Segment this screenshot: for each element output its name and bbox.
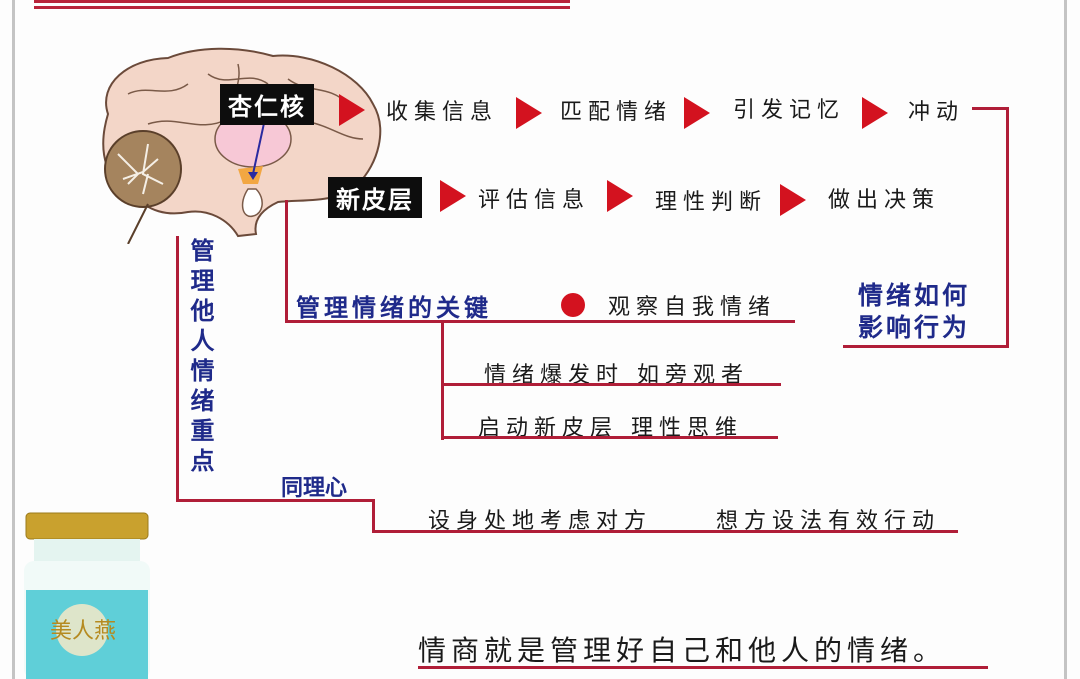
sub-item-underline: [441, 383, 781, 386]
arrow-right-icon: [862, 97, 888, 129]
neocortex-tag: 新皮层: [328, 177, 422, 218]
observe-self-item: 观察自我情绪: [608, 295, 777, 320]
brand-text: 美人燕: [50, 619, 116, 644]
conclusion-text: 情商就是管理好自己和他人的情绪。: [418, 634, 947, 667]
top-decor-bar-2: [34, 6, 570, 9]
connector-line: [285, 200, 288, 323]
product-jar-image-icon: 美人燕: [24, 512, 150, 679]
sub-item-underline: [441, 436, 778, 439]
conclusion-underline: [418, 666, 988, 669]
manage-key-underline: [285, 320, 795, 323]
emotion-behavior-line2: 影响行为: [858, 313, 971, 342]
bullet-dot-icon: [561, 293, 585, 317]
empathy-item-consider: 设身处地考虑对方: [428, 509, 653, 534]
flow-step-memory: 引发记忆: [733, 98, 846, 123]
flow-step-collect: 收集信息: [386, 100, 499, 125]
connector-line: [1006, 107, 1009, 348]
arrow-right-icon: [516, 97, 542, 129]
emotion-behavior-title: 情绪如何 影响行为: [858, 280, 970, 344]
flow-step-impulse: 冲动: [908, 100, 965, 125]
flow-step-evaluate: 评估信息: [478, 188, 591, 213]
connector-line: [843, 345, 1009, 348]
flow-step-match: 匹配情绪: [560, 100, 673, 125]
manage-others-title: 管理他人情绪重点: [186, 238, 214, 478]
connector-line: [441, 322, 444, 440]
emotion-behavior-line1: 情绪如何: [858, 281, 971, 310]
frame-right-border: [1064, 0, 1067, 679]
arrow-right-icon: [440, 180, 466, 212]
arrow-right-icon: [607, 180, 633, 212]
amygdala-tag: 杏仁核: [220, 84, 314, 125]
arrow-right-icon: [339, 94, 365, 126]
arrow-right-icon: [780, 184, 806, 216]
connector-line: [372, 499, 375, 533]
flow-step-judge: 理性判断: [655, 190, 768, 215]
empathy-item-act: 想方设法有效行动: [716, 509, 941, 534]
connector-line: [972, 107, 1008, 110]
frame-left-border: [12, 0, 15, 679]
connector-line: [176, 236, 179, 502]
top-decor-bar: [34, 0, 570, 3]
manage-key-title: 管理情绪的关键: [296, 294, 492, 322]
empathy-title: 同理心: [281, 476, 348, 501]
connector-line: [176, 499, 374, 502]
empathy-underline: [372, 530, 958, 533]
arrow-right-icon: [684, 97, 710, 129]
flow-step-decide: 做出决策: [828, 188, 941, 213]
